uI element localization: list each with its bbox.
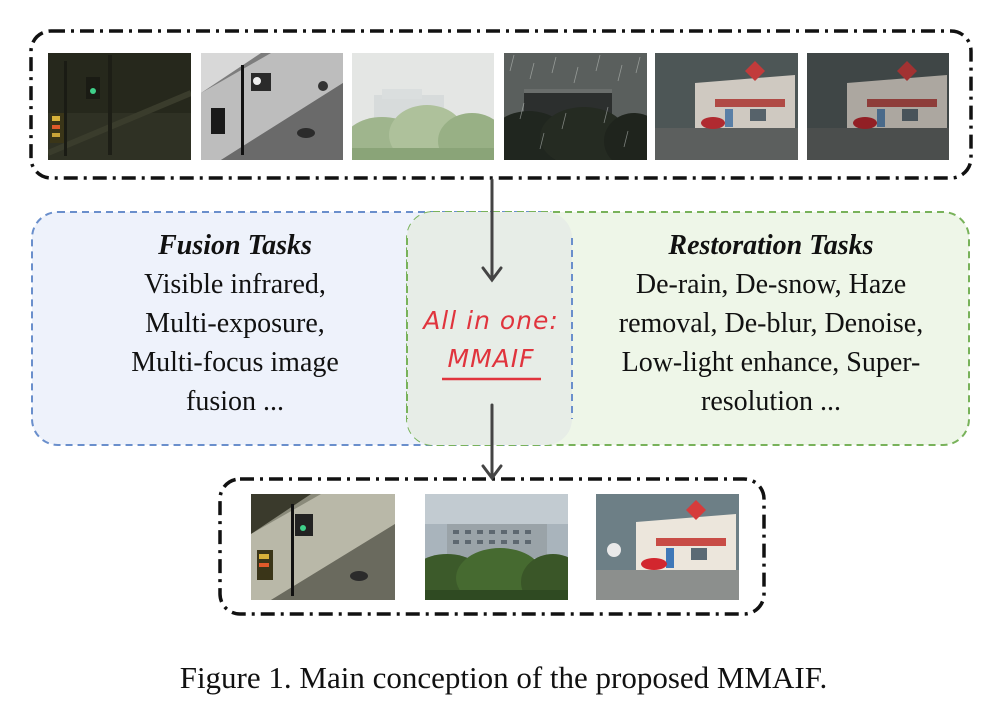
- input-images-frame: [29, 29, 973, 180]
- down-arrow-top: [481, 178, 503, 283]
- night-traffic-visible-image: [48, 53, 191, 160]
- fusion-task-line: Visible infrared,: [144, 269, 326, 300]
- restoration-tasks-title: Restoration Tasks: [668, 230, 874, 261]
- overlap-region: [407, 212, 572, 445]
- restoration-task-line: De-rain, De-snow, Haze: [635, 269, 907, 300]
- fused-traffic-image: [251, 494, 395, 600]
- infrared-street-image: [201, 53, 343, 160]
- restoration-task-line: Low-light enhance, Super-: [621, 347, 921, 378]
- restoration-tasks-text: Restoration Tasks De-rain, De-snow, Haze…: [580, 226, 962, 421]
- fusion-tasks-title: Fusion Tasks: [158, 230, 312, 261]
- blurry-shop-image: [655, 53, 798, 160]
- restoration-task-line: removal, De-blur, Denoise,: [618, 308, 924, 339]
- hazy-trees-image: [352, 53, 494, 160]
- dark-shop-image: [807, 53, 949, 160]
- all-in-one-label: All in one:: [423, 306, 559, 335]
- fusion-task-line: Multi-focus image: [131, 347, 339, 378]
- down-arrow-bottom: [481, 403, 503, 481]
- mmaif-label: MMAIF: [447, 344, 535, 373]
- rainy-building-image: [504, 53, 647, 160]
- fusion-tasks-text: Fusion Tasks Visible infrared, Multi-exp…: [80, 226, 390, 421]
- fusion-task-line: Multi-exposure,: [145, 308, 325, 339]
- fusion-task-line: fusion ...: [186, 386, 284, 417]
- figure-caption: Figure 1. Main conception of the propose…: [179, 660, 828, 695]
- restored-shop-image: [596, 494, 739, 600]
- restoration-task-line: resolution ...: [701, 386, 841, 417]
- restored-building-image: [425, 494, 568, 600]
